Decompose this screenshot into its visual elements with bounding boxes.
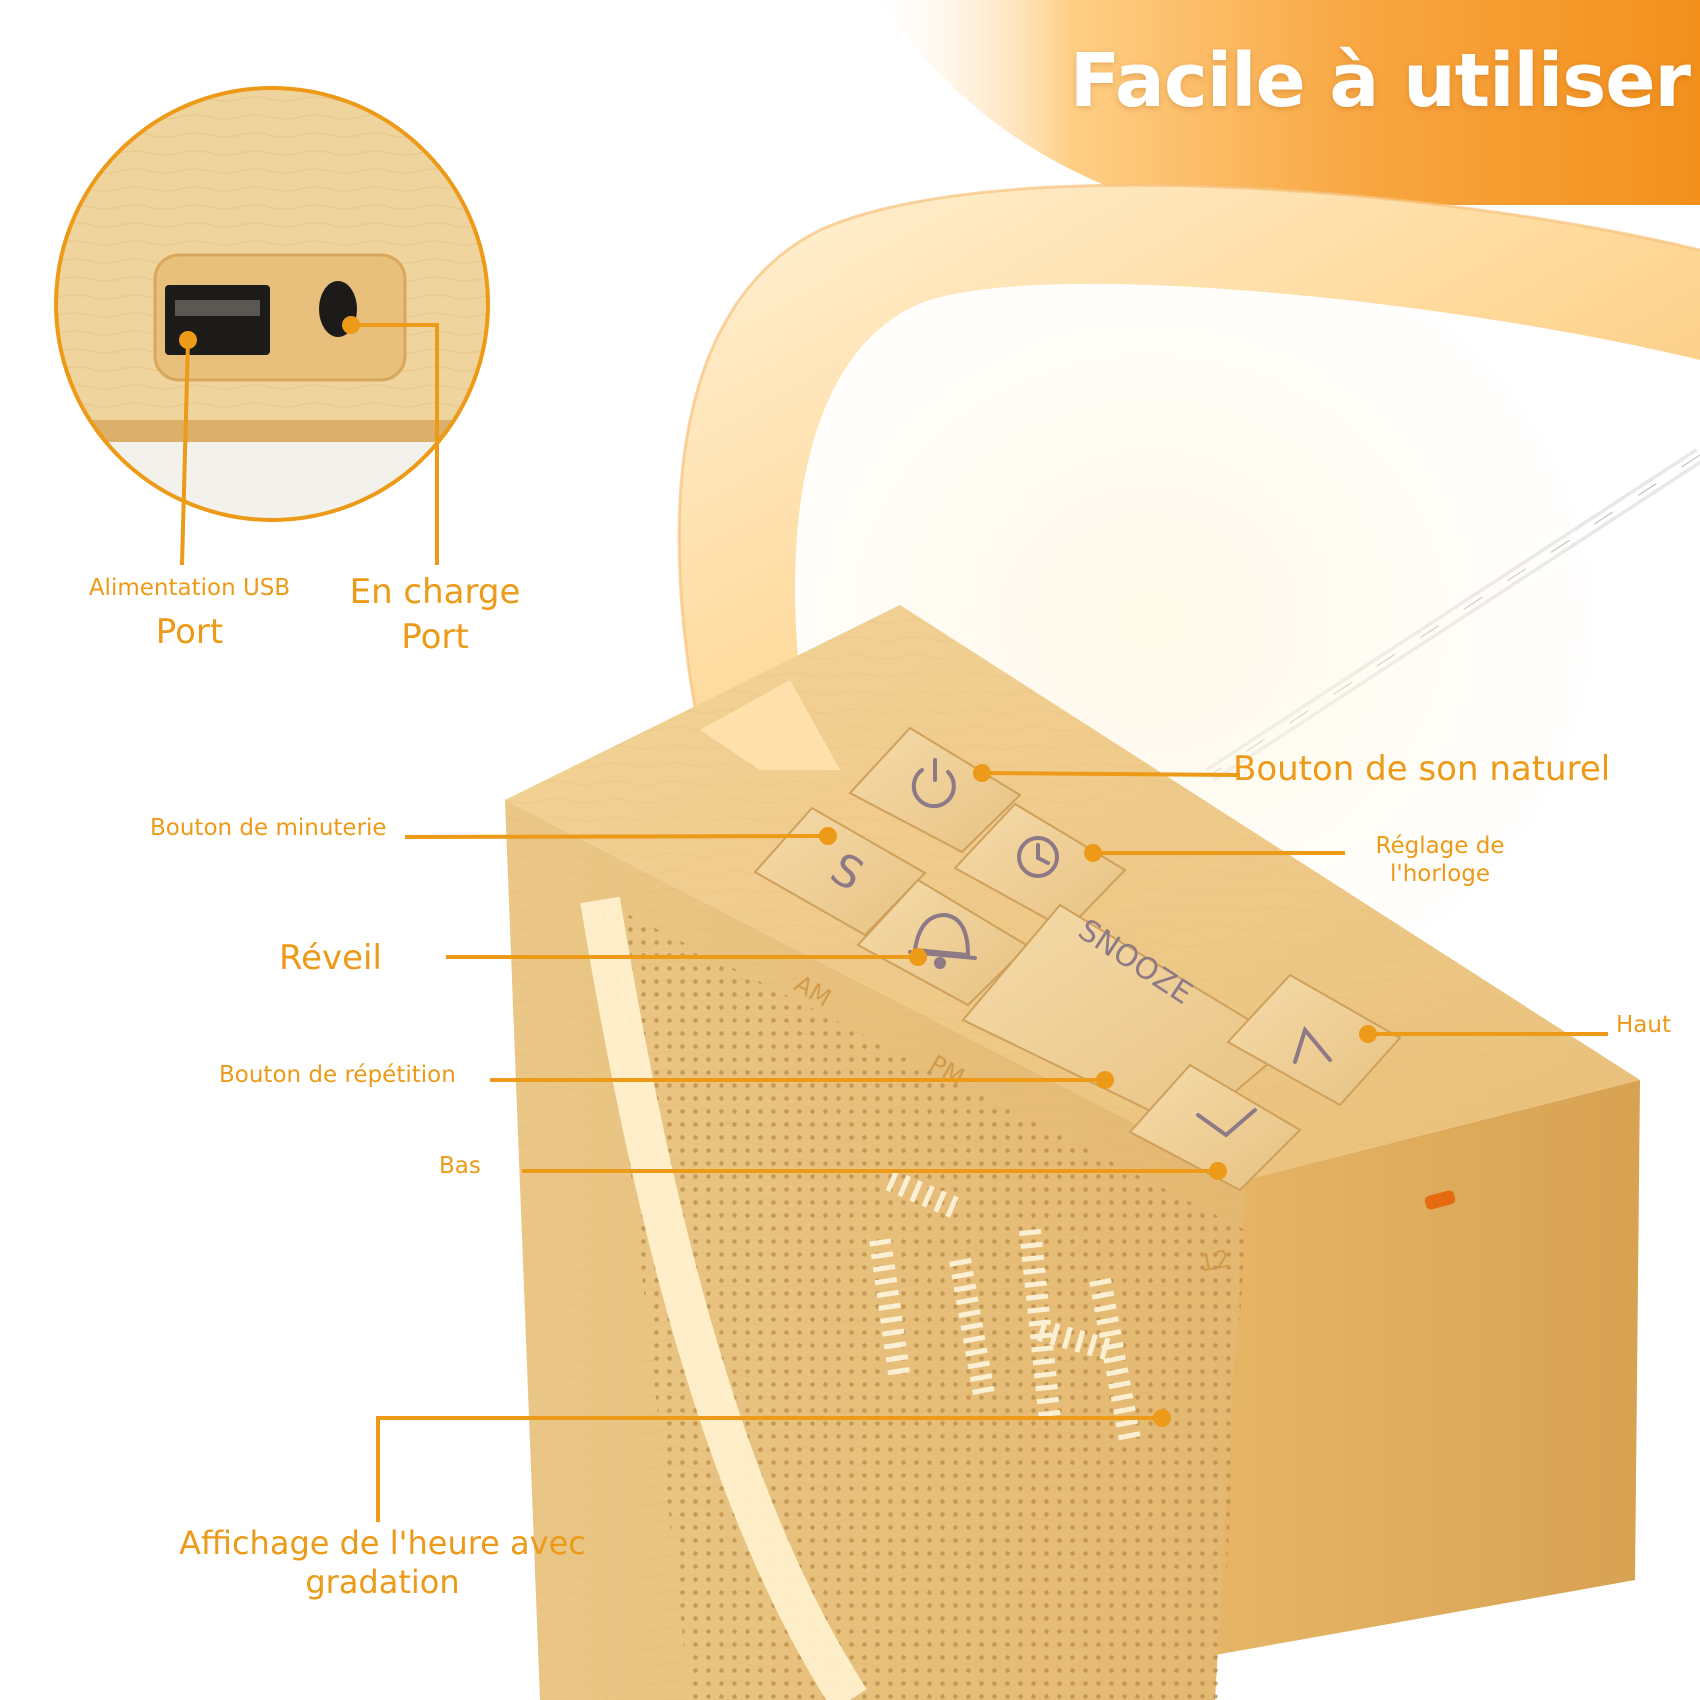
clock-setting-label: Réglage de l'horloge bbox=[1340, 833, 1540, 888]
nature-sound-button-label: Bouton de son naturel bbox=[1233, 749, 1611, 789]
repeat-button-label: Bouton de répétition bbox=[219, 1062, 456, 1088]
charge-callout-line bbox=[351, 323, 439, 565]
time-display-digits bbox=[869, 1169, 1141, 1443]
keypad bbox=[753, 726, 1402, 1192]
alarm-label: Réveil bbox=[279, 938, 382, 978]
clock-setting-label-line2: l'horloge bbox=[1389, 861, 1491, 888]
down-label: Bas bbox=[439, 1153, 481, 1179]
timer-callout-dot bbox=[819, 827, 837, 845]
charge-callout-dot bbox=[342, 316, 360, 334]
up-callout-dot bbox=[1359, 1025, 1377, 1043]
key-timer bbox=[753, 806, 927, 937]
key-nature-sound bbox=[848, 726, 1022, 854]
usb-callout-line bbox=[180, 339, 190, 566]
down-chevron-icon bbox=[1196, 1108, 1257, 1138]
time-display-label-line2: gradation bbox=[305, 1562, 460, 1601]
up-label: Haut bbox=[1616, 1012, 1671, 1038]
nature-callout-line bbox=[981, 771, 1241, 777]
port-inset bbox=[56, 88, 488, 520]
usb-port-label: Alimentation USB Port bbox=[62, 575, 317, 653]
down-callout-dot bbox=[1209, 1162, 1227, 1180]
usb-port-label-line2: Port bbox=[155, 612, 224, 653]
charge-port-label-line1: En charge bbox=[349, 572, 521, 612]
charge-port-label-line2: Port bbox=[401, 617, 469, 658]
usb-callout-dot bbox=[179, 331, 197, 349]
alarm-callout-dot bbox=[909, 948, 927, 966]
digit-label: 12 bbox=[1197, 1245, 1232, 1278]
clock-setting-label-line1: Réglage de bbox=[1375, 833, 1505, 859]
time-display-label: Affichage de l'heure avec gradation bbox=[160, 1525, 605, 1601]
up-chevron-icon bbox=[1293, 1025, 1332, 1064]
usb-port-label-line1: Alimentation USB bbox=[88, 575, 291, 601]
device-side bbox=[1215, 1080, 1640, 1655]
repeat-callout-dot bbox=[1096, 1071, 1114, 1089]
clock-callout-dot bbox=[1084, 844, 1102, 862]
clock-icon bbox=[1017, 836, 1059, 878]
display-callout-line bbox=[376, 1416, 1162, 1522]
display-callout-dot bbox=[1153, 1409, 1171, 1427]
time-display-label-line1: Affichage de l'heure avec bbox=[179, 1524, 586, 1562]
header-banner bbox=[860, 0, 1700, 205]
nature-callout-dot bbox=[973, 764, 991, 782]
key-clock bbox=[953, 802, 1127, 932]
timer-button-label: Bouton de minuterie bbox=[150, 815, 387, 841]
charge-port-label: En charge Port bbox=[330, 572, 540, 658]
power-icon bbox=[911, 758, 956, 809]
page-title: Facile à utiliser bbox=[1069, 38, 1691, 124]
timer-callout-line bbox=[404, 834, 829, 839]
